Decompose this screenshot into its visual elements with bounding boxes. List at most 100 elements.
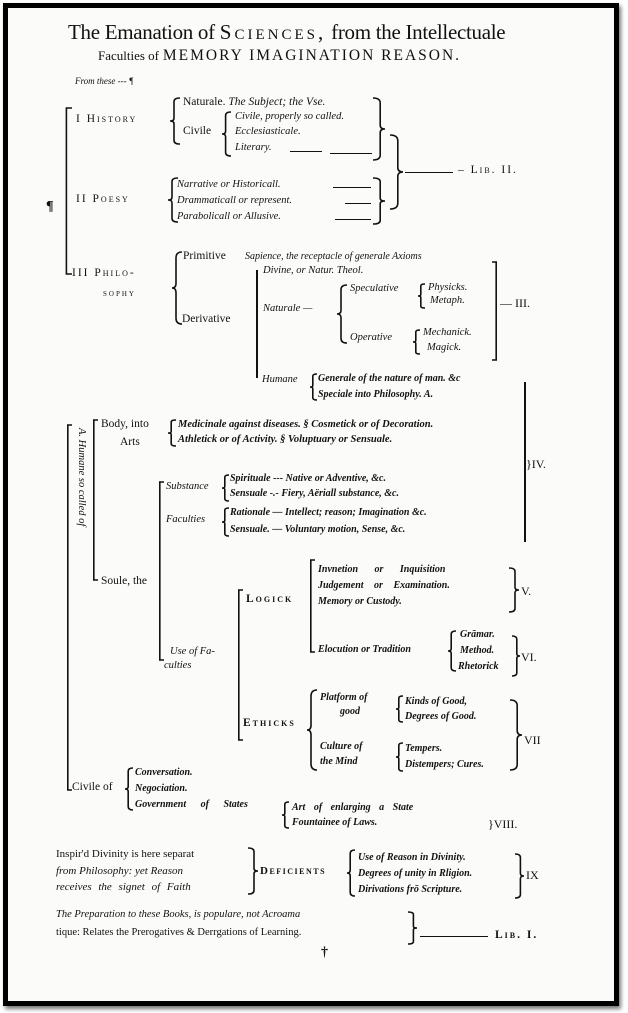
left-brace: [396, 743, 403, 771]
bracket-line: [524, 382, 526, 542]
bracket-line: [256, 270, 258, 378]
left-bracket: [309, 560, 315, 652]
body-label: Arts: [120, 436, 140, 448]
states-item: Fountainee of Laws.: [292, 817, 378, 828]
ethicks-label: Ethicks: [243, 717, 296, 729]
right-brace: [509, 568, 519, 612]
speculative-item: Physicks.: [428, 282, 468, 293]
faculties: Faculties: [166, 514, 206, 525]
deficients-item: Dirivations frō Scripture.: [358, 884, 463, 895]
connector-line: [420, 936, 488, 938]
lib-1: Lib. I.: [495, 929, 539, 941]
civile-item: Civile, properly so called.: [235, 111, 344, 122]
culture: the Mind: [320, 756, 358, 767]
culture: Culture of: [320, 741, 363, 752]
right-brace: [512, 636, 520, 676]
left-brace: [413, 330, 420, 354]
civile-label: Civile of: [72, 781, 113, 793]
history-label: I History: [76, 113, 138, 125]
body-label: Body, into: [101, 418, 149, 430]
logick-item: Invnetion or Inquisition: [318, 564, 446, 575]
history-civile: Civile: [183, 125, 212, 137]
right-brace: [248, 848, 258, 894]
elocution-item: Method.: [460, 645, 495, 656]
title-line-1: The Emanation of Sciences, from the Inte…: [68, 20, 506, 44]
left-brace: [222, 475, 229, 501]
poesy-label: II Poesy: [76, 193, 130, 205]
substance-item: Spirituale --- Native or Adventive, &c.: [230, 473, 386, 484]
right-brace: [373, 98, 385, 160]
connector-line: [333, 187, 371, 189]
civile-item: Conversation.: [135, 767, 193, 778]
connector-line: [290, 151, 322, 153]
connector-line: [345, 203, 371, 205]
connector-line: [330, 153, 372, 155]
num-8: }VIII.: [488, 817, 518, 831]
left-brace: [222, 508, 229, 536]
humane-item: Generale of the nature of man. &c: [318, 373, 461, 384]
right-brace: [390, 135, 403, 209]
substance: Substance: [166, 481, 209, 492]
use-of-faculties: culties: [164, 660, 192, 671]
num-4: }IV.: [526, 457, 546, 471]
left-brace: [307, 690, 317, 770]
poesy-item: Drammaticall or represent.: [177, 195, 293, 206]
philosophy-label: sophy: [103, 288, 136, 299]
left-brace: [418, 284, 425, 308]
right-bracket: [492, 262, 498, 360]
left-brace: [168, 178, 178, 222]
divinity-line: Inspir'd Divinity is here separat: [56, 848, 195, 860]
left-brace: [347, 850, 355, 896]
left-brace: [448, 631, 456, 671]
derivative: Derivative: [182, 313, 231, 325]
substance-item: Sensuale -.- Fiery, Aëriall substance, &…: [230, 488, 399, 499]
title-line-2: Faculties of MEMORY IMAGINATION REASON.: [98, 47, 462, 64]
platform-item: Degrees of Good.: [405, 711, 477, 722]
left-brace: [282, 802, 289, 828]
civile-item: Ecclesiasticale.: [235, 126, 301, 137]
operative-item: Mechanick.: [423, 327, 472, 338]
body-item: Medicinale against diseases. § Cosmetick…: [178, 419, 434, 430]
right-brace: [510, 700, 522, 770]
page-scan: [3, 3, 619, 1006]
left-bracket: [237, 590, 243, 740]
preparation-line: The Preparation to these Books, is popul…: [56, 909, 301, 920]
soule-label: Soule, the: [101, 575, 147, 587]
civile-item: Government of States: [135, 799, 248, 810]
civile-item: Literary.: [235, 142, 272, 153]
culture-item: Distempers; Cures.: [405, 759, 484, 770]
left-bracket: [92, 420, 98, 580]
lib-2: – Lib. II.: [458, 164, 518, 176]
dagger: †: [321, 945, 328, 960]
humane-vertical-label: A. Humane so called of: [76, 428, 87, 527]
deficients-item: Use of Reason in Divinity.: [358, 852, 466, 863]
platform-item: Kinds of Good,: [405, 696, 467, 707]
left-brace: [222, 112, 231, 156]
right-brace: [408, 912, 417, 944]
from-these: From these --- ¶: [75, 76, 134, 86]
deficients-item: Degrees of unity in Rligion.: [358, 868, 473, 879]
left-brace: [170, 98, 180, 144]
culture-item: Tempers.: [405, 743, 443, 754]
primitive-text: Sapience, the receptacle of generale Axi…: [245, 251, 422, 262]
faculties-item: Rationale — Intellect; reason; Imaginati…: [230, 507, 427, 518]
poesy-item: Parabolicall or Allusive.: [177, 211, 281, 222]
left-bracket: [158, 482, 164, 660]
humane: Humane: [262, 374, 298, 385]
logick-label: Logick: [246, 593, 294, 605]
operative-item: Magick.: [427, 342, 462, 353]
use-of-faculties: Use of Fa-: [170, 646, 215, 657]
faculties-item: Sensuale. — Voluntary motion, Sense, &c.: [230, 524, 406, 535]
left-brace: [337, 285, 347, 343]
history-naturale: Naturale. The Subject; the Vse.: [183, 96, 326, 108]
left-bracket: [64, 108, 72, 274]
logick-item: Judgement or Examination.: [318, 580, 450, 591]
preparation-line: tique: Relates the Prerogatives & Derrga…: [56, 927, 302, 938]
left-brace: [125, 768, 133, 810]
left-brace: [310, 374, 317, 400]
right-brace: [373, 178, 385, 224]
left-brace: [172, 252, 182, 324]
platform: good: [340, 706, 360, 717]
pilcrow: ¶: [46, 199, 54, 214]
left-bracket: [66, 425, 72, 790]
